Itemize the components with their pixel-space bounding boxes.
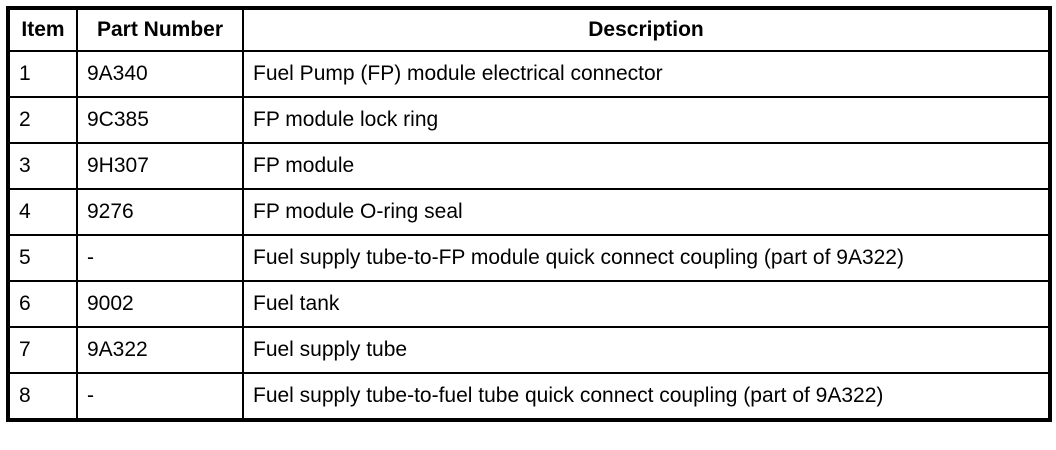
description-cell: Fuel tank — [242, 280, 1051, 328]
table-row: 6 9002 Fuel tank — [7, 280, 1051, 328]
item-cell: 4 — [7, 188, 78, 236]
table-row: 7 9A322 Fuel supply tube — [7, 326, 1051, 374]
description-cell: Fuel Pump (FP) module electrical connect… — [242, 50, 1051, 98]
part-number-cell: 9002 — [76, 280, 244, 328]
description-cell: Fuel supply tube-to-FP module quick conn… — [242, 234, 1051, 282]
item-cell: 3 — [7, 142, 78, 190]
part-number-cell: - — [76, 234, 244, 282]
part-number-cell: 9276 — [76, 188, 244, 236]
part-number-cell: 9H307 — [76, 142, 244, 190]
item-cell: 7 — [7, 326, 78, 374]
parts-table: Item Part Number Description 1 9A340 Fue… — [6, 6, 1052, 422]
table-row: 2 9C385 FP module lock ring — [7, 96, 1051, 144]
description-cell: Fuel supply tube — [242, 326, 1051, 374]
part-number-cell: - — [76, 372, 244, 421]
column-header-description: Description — [242, 7, 1051, 52]
description-cell: FP module lock ring — [242, 96, 1051, 144]
item-cell: 2 — [7, 96, 78, 144]
item-cell: 8 — [7, 372, 78, 421]
table-header-row: Item Part Number Description — [7, 7, 1051, 52]
table-row: 3 9H307 FP module — [7, 142, 1051, 190]
part-number-cell: 9A340 — [76, 50, 244, 98]
table-row: 5 - Fuel supply tube-to-FP module quick … — [7, 234, 1051, 282]
description-cell: Fuel supply tube-to-fuel tube quick conn… — [242, 372, 1051, 421]
column-header-item: Item — [7, 7, 78, 52]
item-cell: 5 — [7, 234, 78, 282]
item-cell: 1 — [7, 50, 78, 98]
table-row: 1 9A340 Fuel Pump (FP) module electrical… — [7, 50, 1051, 98]
column-header-part-number: Part Number — [76, 7, 244, 52]
part-number-cell: 9A322 — [76, 326, 244, 374]
table-row: 8 - Fuel supply tube-to-fuel tube quick … — [7, 372, 1051, 421]
part-number-cell: 9C385 — [76, 96, 244, 144]
description-cell: FP module — [242, 142, 1051, 190]
description-cell: FP module O-ring seal — [242, 188, 1051, 236]
table-row: 4 9276 FP module O-ring seal — [7, 188, 1051, 236]
table-body: 1 9A340 Fuel Pump (FP) module electrical… — [7, 50, 1051, 421]
item-cell: 6 — [7, 280, 78, 328]
